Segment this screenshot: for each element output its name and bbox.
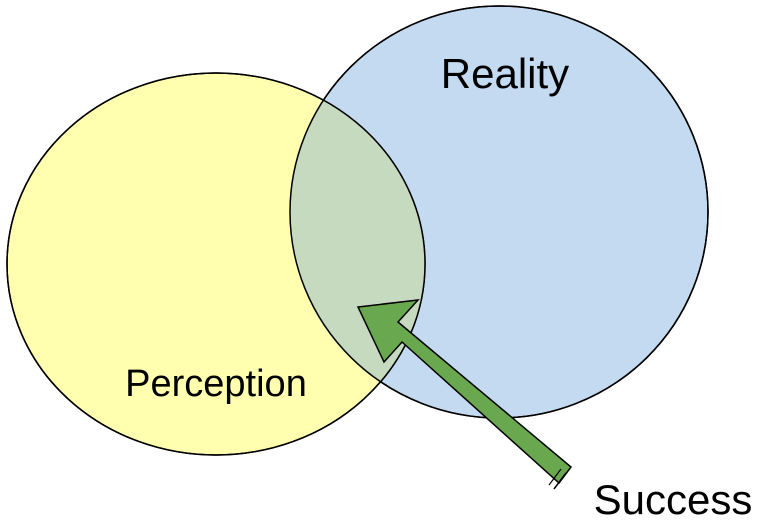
- success-arrow-tail-mark: [548, 468, 562, 486]
- success-label: Success: [594, 476, 753, 523]
- reality-label: Reality: [441, 50, 569, 97]
- perception-label: Perception: [125, 363, 307, 405]
- success-arrow-tail-mark: [553, 472, 567, 490]
- perception-outline: [6, 72, 426, 456]
- success-arrow: [356, 299, 573, 490]
- success-arrow-shape: [356, 299, 573, 485]
